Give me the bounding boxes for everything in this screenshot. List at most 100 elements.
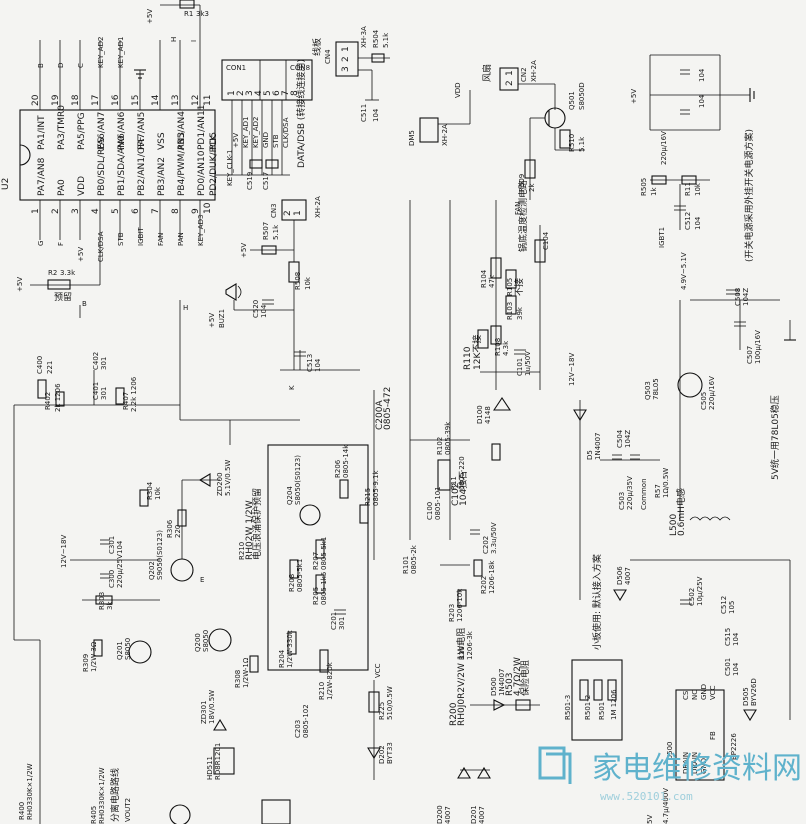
- svg-text:R501: R501: [598, 702, 606, 720]
- svg-text:3.3u/50V: 3.3u/50V: [490, 522, 498, 554]
- svg-text:C502: C502: [688, 588, 696, 606]
- svg-text:C402: C402: [92, 352, 100, 370]
- con1-pin-number: 3: [245, 90, 255, 96]
- u2-bottom-pin-number: 4: [91, 208, 101, 214]
- hv-supply-input: R200 RH0J0R2V/2W 1W电阻 D500 1N4007 R503 4…: [436, 628, 540, 824]
- svg-text:R110: R110: [463, 346, 473, 370]
- u2-top-pin-name: PA6/AN7: [97, 112, 107, 150]
- u2-top-pin-name: PD5: [209, 132, 219, 150]
- u2-bottom-pin-number: 1: [31, 208, 41, 214]
- svg-text:C300: C300: [108, 570, 116, 588]
- svg-text:BUZ1: BUZ1: [218, 309, 226, 328]
- svg-text:风扇: 风扇: [481, 64, 493, 82]
- u2-net-b: B: [37, 63, 45, 68]
- svg-text:R1: R1: [184, 10, 193, 18]
- svg-text:5.1k: 5.1k: [578, 136, 586, 152]
- cn4-pin-number: 3: [341, 66, 351, 72]
- svg-text:R501-2: R501-2: [584, 695, 592, 720]
- svg-text:1/2W-330k: 1/2W-330k: [286, 629, 294, 668]
- svg-text:C401: C401: [92, 382, 100, 400]
- svg-text:DM5: DM5: [408, 130, 416, 146]
- svg-text:0805-102: 0805-102: [302, 704, 310, 738]
- svg-text:0805-5k1: 0805-5k1: [320, 537, 328, 570]
- svg-text:C515: C515: [724, 628, 732, 646]
- svg-text:DRAIN: DRAIN: [691, 752, 699, 774]
- svg-text:分离电路路线: 分离电路路线: [109, 768, 121, 822]
- svg-text:10μ/25V: 10μ/25V: [696, 576, 704, 606]
- svg-text:4148: 4148: [484, 406, 492, 424]
- u2-top-pin-name: PA7/AN5: [137, 112, 147, 150]
- svg-text:DATA/DSB (转接线连接用): DATA/DSB (转接线连接用): [295, 59, 307, 168]
- con1-pin-number: 1: [227, 90, 237, 96]
- svg-text:4.9V~5.1V: 4.9V~5.1V: [680, 252, 688, 290]
- svg-text:DRAIN: DRAIN: [682, 752, 690, 774]
- u2-bottom-pin-name: PA7/AN8: [37, 157, 47, 196]
- svg-text:220μ/25V: 220μ/25V: [116, 554, 124, 588]
- r1-resistor: R1 3k3 +5V: [146, 0, 209, 24]
- svg-text:C507: C507: [746, 346, 754, 364]
- svg-text:C503: C503: [618, 492, 626, 510]
- svg-text:5.1k: 5.1k: [382, 32, 390, 48]
- svg-text:4.7Ω/2W: 4.7Ω/2W: [513, 657, 523, 696]
- u2-bottom-pin-name: PB0/SDL/RES: [97, 137, 107, 196]
- svg-text:5.1V/0.5W: 5.1V/0.5W: [224, 460, 232, 496]
- svg-text:S8050: S8050: [202, 630, 210, 652]
- svg-text:VCC: VCC: [709, 685, 717, 700]
- cn3-pin-number: 2: [283, 210, 293, 216]
- svg-text:GND: GND: [700, 758, 708, 774]
- svg-text:18V/0.5W: 18V/0.5W: [208, 690, 216, 724]
- u2-microcontroller: U2: [1, 109, 216, 201]
- svg-text:VDD: VDD: [454, 82, 462, 98]
- svg-text:301: 301: [100, 387, 108, 400]
- svg-text:104: 104: [698, 94, 706, 108]
- key-clk-label: KEY_CLK-1: [226, 150, 234, 186]
- svg-text:104: 104: [732, 632, 740, 646]
- cn4-connector: CN4 XH-3A R504 5.1k C511 104 123: [324, 26, 390, 122]
- svg-text:R509: R509: [518, 174, 526, 192]
- u2-top-pin-number: 20: [31, 94, 41, 106]
- svg-text:47k: 47k: [488, 274, 496, 288]
- svg-text:220μ/16V: 220μ/16V: [660, 131, 668, 165]
- svg-text:BYV26D: BYV26D: [750, 678, 758, 706]
- con1-pin-number: 4: [254, 90, 264, 96]
- svg-text:C301: C301: [108, 536, 116, 554]
- svg-text:不接: 不接: [513, 278, 525, 296]
- svg-text:Q200: Q200: [194, 633, 202, 652]
- svg-text:ZD200: ZD200: [216, 472, 224, 496]
- con1-pin-number: 2: [236, 90, 246, 96]
- svg-text:R104: R104: [480, 269, 488, 288]
- svg-text:1Ω/0.5W: 1Ω/0.5W: [662, 468, 670, 498]
- svg-text:104: 104: [116, 540, 124, 554]
- svg-text:S9050(S0123): S9050(S0123): [156, 530, 164, 580]
- u2-net-fan: FAN: [157, 233, 165, 246]
- svg-text:C101: C101: [516, 358, 524, 376]
- cn4-pin-number: 2: [341, 56, 351, 62]
- svg-text:R400: R400: [18, 802, 26, 820]
- con1-sig-gnd: GND: [262, 132, 270, 148]
- svg-text:R505: R505: [640, 178, 648, 196]
- buzzer: +5V BUZ1 C520 104 C513 104 K: [208, 283, 360, 390]
- svg-text:1/2W-820k: 1/2W-820k: [326, 661, 334, 700]
- u2-bottom-pin-number: 10: [203, 202, 213, 214]
- r309-r308: R309 1/2W-3Ω R308 1/2W-1Ω: [82, 639, 259, 688]
- c5-bypass-group: 104 104 220μ/16V +5V: [630, 54, 755, 165]
- svg-text:1N4007: 1N4007: [498, 668, 506, 696]
- svg-text:C512: C512: [720, 596, 728, 614]
- u2-top-pin-name: PD1/AN11: [197, 105, 207, 150]
- svg-text:1k: 1k: [650, 187, 658, 196]
- u2-top-pin-name: PA1/INT: [37, 115, 47, 150]
- svg-text:0805-2k: 0805-2k: [410, 544, 418, 574]
- svg-text:0805-5k1: 0805-5k1: [296, 559, 304, 592]
- r505-r11-group: R505 1k R11 10k C512 104 IGBT1 (开关电源采用外挂…: [640, 129, 755, 262]
- u2-net-g: G: [37, 241, 45, 246]
- svg-text:1N4007: 1N4007: [594, 432, 602, 460]
- r501-chain: R501-3 R501-2 R501 1M 1206: [564, 659, 623, 741]
- svg-text:RD8R1201: RD8R1201: [214, 743, 222, 780]
- cn3-connector: CN3 XH-2A R507 5.1k +5V R508 10k 12: [240, 196, 322, 370]
- svg-text:1/2W-3Ω: 1/2W-3Ω: [90, 641, 98, 672]
- svg-text:R503: R503: [505, 673, 515, 696]
- svg-text:R402: R402: [44, 392, 52, 410]
